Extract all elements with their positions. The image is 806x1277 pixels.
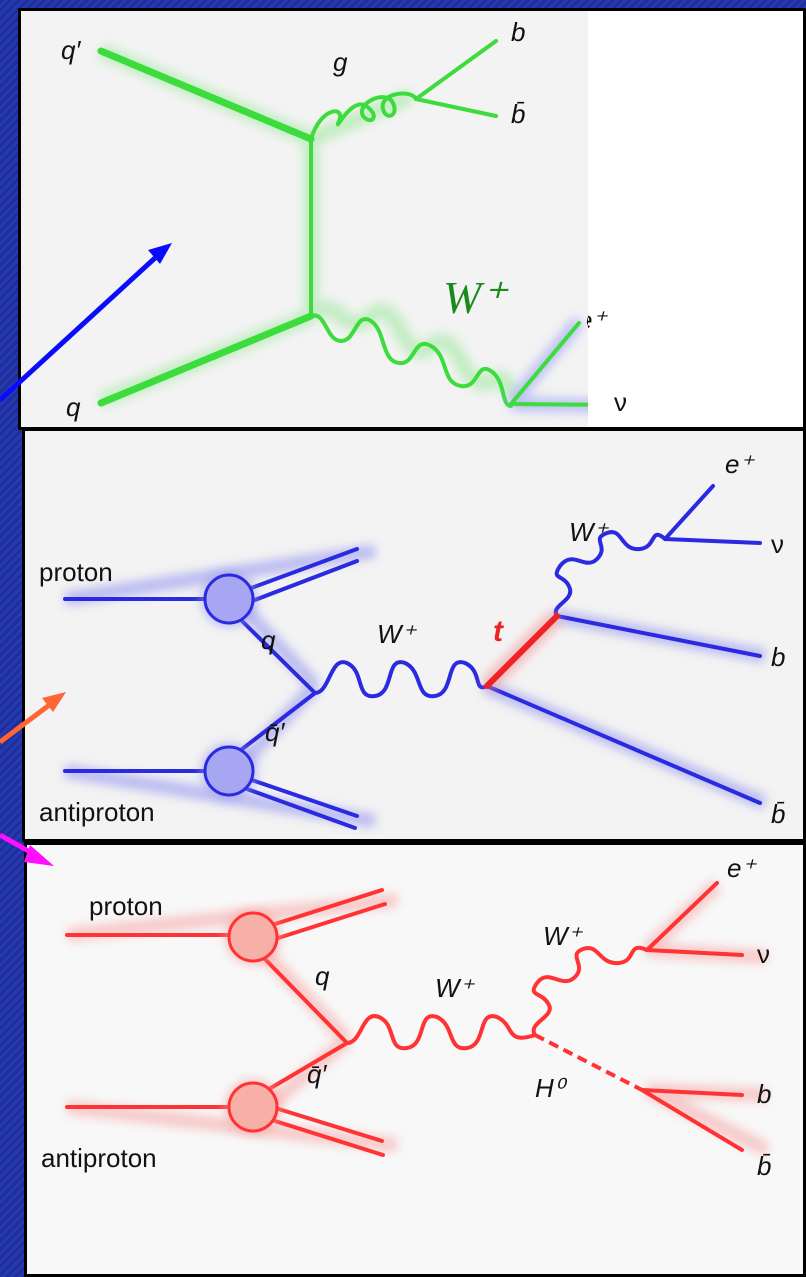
w-decay-line [531,945,649,1037]
qbar-line [235,691,317,755]
label-top: t [493,615,505,648]
label-proton: proton [39,557,113,587]
label-nu-right: ν [614,387,627,417]
label-eplus: e⁺ [725,449,755,479]
label-b: b [771,642,785,672]
proton-blob [227,911,279,963]
diagram-wh: proton antiproton q q̄′ W⁺ W⁺ H⁰ e⁺ ν b … [24,842,806,1277]
gluon-line [309,91,418,141]
label-q: q [315,961,330,991]
label-nu: ν [757,939,770,969]
label-b: b [757,1079,771,1109]
label-bbar: b̄ [771,799,785,829]
label-w: W⁺ [443,272,509,323]
label-nu: ν [771,529,784,559]
label-q: q [261,625,276,655]
nu-line [663,537,762,545]
nu-line [645,948,744,957]
q-line [257,951,349,1045]
w-center-line [313,660,489,699]
w-boson-line [309,313,513,408]
diagram-wbb-graphic: q′ q g b b̄ W⁺ e⁺ ν [61,17,592,422]
diagram-single-top-graphic: proton antiproton q q̄′ W⁺ t W⁺ e⁺ ν b b… [39,449,785,830]
antiproton-blob [203,745,255,797]
label-eplus-right: e⁺ [588,305,608,335]
label-eplus: e⁺ [727,853,757,883]
diagram-single-top: proton antiproton q q̄′ W⁺ t W⁺ e⁺ ν b b… [22,428,806,842]
diagram-wbb-right-graphic: ν e⁺ [588,305,627,417]
diagram-wbb-right-area: ν e⁺ [588,8,806,430]
w-decay-line [553,530,667,618]
label-b: b [511,17,525,47]
label-higgs: H⁰ [535,1073,568,1103]
antiproton-blob [227,1081,279,1133]
label-antiproton: antiproton [39,797,155,827]
label-proton: proton [89,891,163,921]
eplus-line [509,321,581,406]
qbar-line [257,1041,349,1097]
quark-q-line [97,312,315,407]
bbar-line [640,1088,744,1152]
label-eplus: e⁺ [586,303,592,333]
b-line [414,39,498,101]
label-qbar: q̄′ [307,1059,327,1089]
label-w-decay: W⁺ [543,921,584,951]
q-line [235,614,317,695]
label-bbar: b̄ [511,99,525,129]
proton-blob [203,573,255,625]
label-antiproton: antiproton [41,1143,157,1173]
label-w-center: W⁺ [435,973,476,1003]
b-line [640,1088,744,1097]
nu-line [509,402,589,407]
label-q: q [66,392,81,422]
label-qprime: q′ [61,35,81,65]
label-gluon: g [333,47,348,77]
label-bbar: b̄ [757,1151,771,1181]
quark-qprime-line [97,47,315,143]
eplus-line [645,881,719,952]
w-center-line [345,1014,537,1051]
label-w-decay: W⁺ [569,517,610,547]
bbar-line [414,97,498,118]
diagram-wbb: q′ q g b b̄ W⁺ e⁺ ν [18,8,592,430]
b-line [555,614,762,658]
bbar-line [485,684,762,805]
higgs-line [534,1033,643,1092]
diagram-wh-graphic: proton antiproton q q̄′ W⁺ W⁺ H⁰ e⁺ ν b … [41,853,771,1181]
top-quark-line [484,613,560,689]
label-w-center: W⁺ [377,619,418,649]
eplus-line [663,484,715,541]
label-qbar: q̄′ [265,717,285,747]
